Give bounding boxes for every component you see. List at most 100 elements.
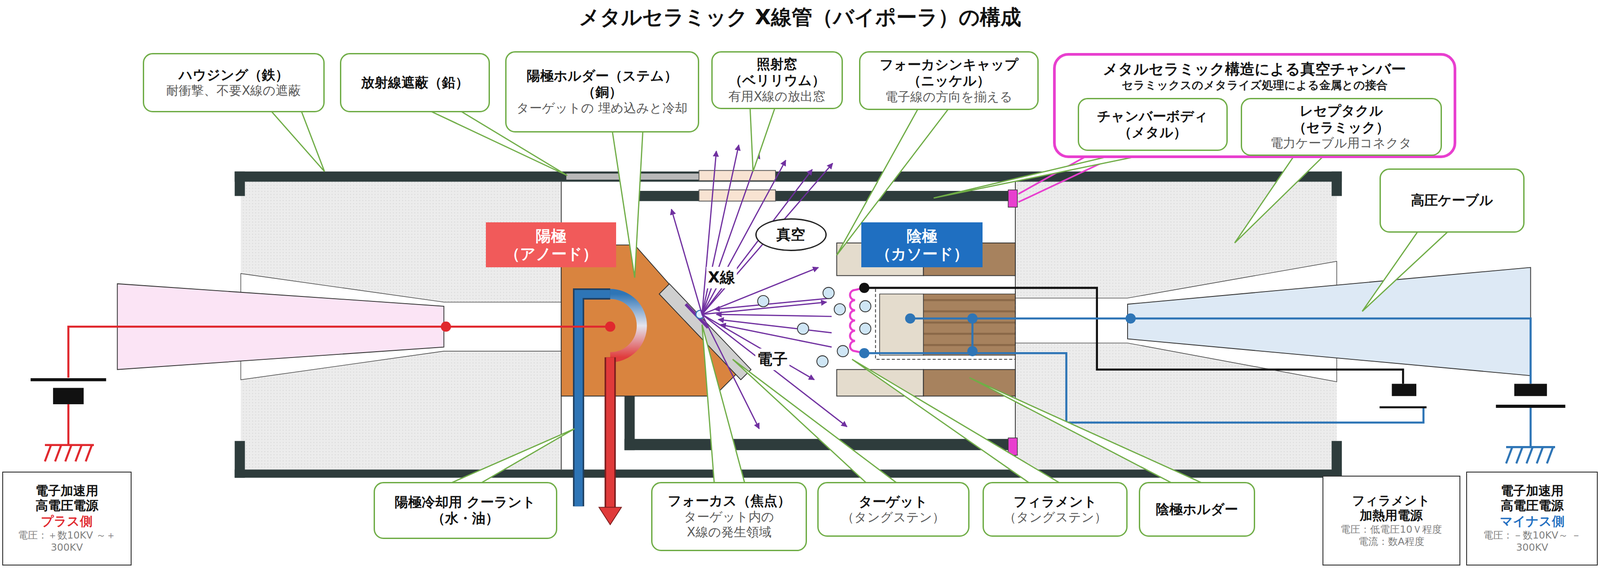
callout-box: チャンバーボディ （メタル） [1077, 97, 1228, 151]
callout-body: （タングステン） [825, 509, 961, 525]
terminal-dot [859, 282, 870, 294]
battery-symbol [1379, 405, 1427, 409]
housing [234, 440, 246, 478]
wire [68, 326, 611, 378]
cathode-holder [923, 293, 1016, 355]
cathode-holder [879, 293, 924, 355]
callout-heading: 高圧ケーブル [1388, 192, 1517, 209]
wire [67, 404, 70, 446]
callout-heading: 陽極冷却用 クーラント（水・油） [382, 493, 549, 527]
part-label: 電子 [755, 348, 790, 371]
callout-box: フォーカス（焦点）ターゲット内の X線の発生領域 [651, 481, 808, 552]
callout-box: 放射線遮蔽（鉛） [339, 52, 490, 113]
power-supply-box: 電子加速用 高電圧電源プラス側電圧：＋数10KV ～＋300KV [2, 471, 133, 566]
callout-box: 照射窓 （ベリリウム）有用X線の放出窓 [711, 51, 843, 110]
chamber-body [624, 438, 1011, 450]
diagram-title: メタルセラミック X線管（バイポーラ）の構成 [0, 3, 1600, 32]
wire [864, 287, 1404, 384]
callout-body: ターゲット内の X線の発生領域 [659, 509, 799, 540]
polarity-plus: プラス側 [9, 513, 125, 529]
cathode-outline [875, 287, 1016, 360]
battery-symbol [1495, 404, 1566, 408]
vacuum-label: 真空 [761, 225, 821, 243]
callout-heading: フォーカシンキャップ （ニッケル） [867, 56, 1031, 90]
callout-body: 電子線の方向を揃える [867, 89, 1031, 105]
focusing-cap [836, 369, 924, 397]
x-ray-arrow [671, 145, 847, 429]
wire [864, 352, 1424, 423]
callout-heading: フィラメント [991, 493, 1120, 511]
electrode-label: 陰極 （カソード） [867, 226, 977, 264]
wire [910, 318, 1531, 384]
callout-heading: レセプタクル （セラミック） [1249, 102, 1434, 136]
electron-beam [714, 298, 832, 348]
battery-symbol [52, 387, 84, 405]
beryllium-window [699, 170, 776, 181]
terminal-dot [440, 321, 452, 332]
battery-symbol [1391, 383, 1417, 396]
callout-box: ハウジング（鉄）耐衝撃、不要X線の遮蔽 [142, 52, 325, 113]
callout-heading: ターゲット [825, 493, 961, 511]
callout-box: 陽極冷却用 クーラント（水・油） [373, 481, 558, 539]
callout-box: 高圧ケーブル [1379, 168, 1525, 233]
terminal-dot [905, 313, 916, 324]
wire [1529, 405, 1532, 447]
callout-box: 陰極ホルダー [1138, 481, 1256, 538]
vacuum-ellipse: 真空 [755, 218, 827, 252]
terminal-dot [967, 313, 978, 324]
callout-heading: フォーカス（焦点） [659, 492, 799, 510]
metallized-joint [1008, 189, 1018, 208]
cathode-tag: 陰極 （カソード） [861, 222, 983, 268]
terminal-dot [604, 321, 616, 332]
coolant-pipe [604, 357, 616, 508]
callout-tail [270, 105, 1450, 484]
terminal-dot [1125, 313, 1136, 324]
callout-body: （タングステン） [991, 509, 1120, 525]
callout-heading: 陰極ホルダー [1147, 501, 1247, 518]
ground-symbol [1506, 446, 1556, 463]
callout-body: ターゲットの 埋め込みと冷却 [513, 100, 691, 116]
power-supply-heading: フィラメント 加熱用電源 [1329, 493, 1454, 524]
battery-symbol [30, 378, 106, 382]
callout-heading: 照射窓 （ベリリウム） [719, 56, 835, 89]
filament-coil [850, 287, 865, 353]
power-supply-box: フィラメント 加熱用電源電圧：低電圧10Ｖ程度 電流：数A程度 [1322, 475, 1461, 566]
coolant-arrowhead [599, 506, 622, 525]
polarity-minus: マイナス側 [1473, 513, 1591, 529]
callout-heading: チャンバーボディ （メタル） [1086, 108, 1220, 142]
terminal-dot [967, 345, 978, 357]
callout-box: フォーカシンキャップ （ニッケル）電子線の方向を揃える [859, 51, 1039, 111]
housing [1331, 171, 1342, 197]
power-supply-box: 電子加速用 高電圧電源マイナス側電圧：－数10KV～ －300KV [1466, 471, 1598, 566]
anode-tag: 陽極 （アノード） [485, 222, 617, 268]
callout-heading: 陽極ホルダー（ステム） （銅） [513, 67, 691, 101]
callout-box: ターゲット（タングステン） [817, 481, 970, 538]
callout-body: 耐衝撃、不要X線の遮蔽 [151, 83, 316, 99]
electrode-label: 陽極 （アノード） [492, 226, 611, 264]
power-supply-heading: 電子加速用 高電圧電源 [1473, 483, 1591, 514]
cathode-cable [1127, 267, 1531, 376]
power-supply-spec: 電圧：低電圧10Ｖ程度 電流：数A程度 [1329, 523, 1454, 548]
callout-box: レセプタクル （セラミック）電力ケーブル用コネクタ [1240, 97, 1442, 156]
housing [1331, 440, 1342, 478]
power-supply-spec: 電圧：＋数10KV ～＋300KV [9, 528, 125, 554]
callout-box: 陽極ホルダー（ステム） （銅）ターゲットの 埋め込みと冷却 [505, 51, 700, 133]
battery-symbol [1514, 383, 1548, 396]
chamber-body [634, 190, 1010, 202]
ground-symbol [44, 445, 94, 462]
coolant-pipe [606, 357, 615, 508]
group-heading: メタルセラミック構造による真空チャンバー [1062, 60, 1447, 79]
callout-box: フィラメント（タングステン） [982, 481, 1128, 538]
callout-body: 有用X線の放出窓 [719, 88, 835, 105]
housing [234, 171, 1342, 182]
housing [234, 171, 246, 197]
group-subheading: セラミックスのメタライズ処理による金属との接合 [1062, 78, 1447, 93]
terminal-dot [859, 348, 870, 359]
callout-body: 電力ケーブル用コネクタ [1249, 135, 1434, 151]
callout-heading: ハウジング（鉄） [151, 66, 316, 84]
group-panel: メタルセラミック構造による真空チャンバーセラミックスのメタライズ処理による金属と… [1053, 52, 1457, 159]
callout-heading: 放射線遮蔽（鉛） [348, 74, 482, 92]
chamber-body [624, 396, 635, 450]
part-label: X線 [705, 266, 737, 289]
